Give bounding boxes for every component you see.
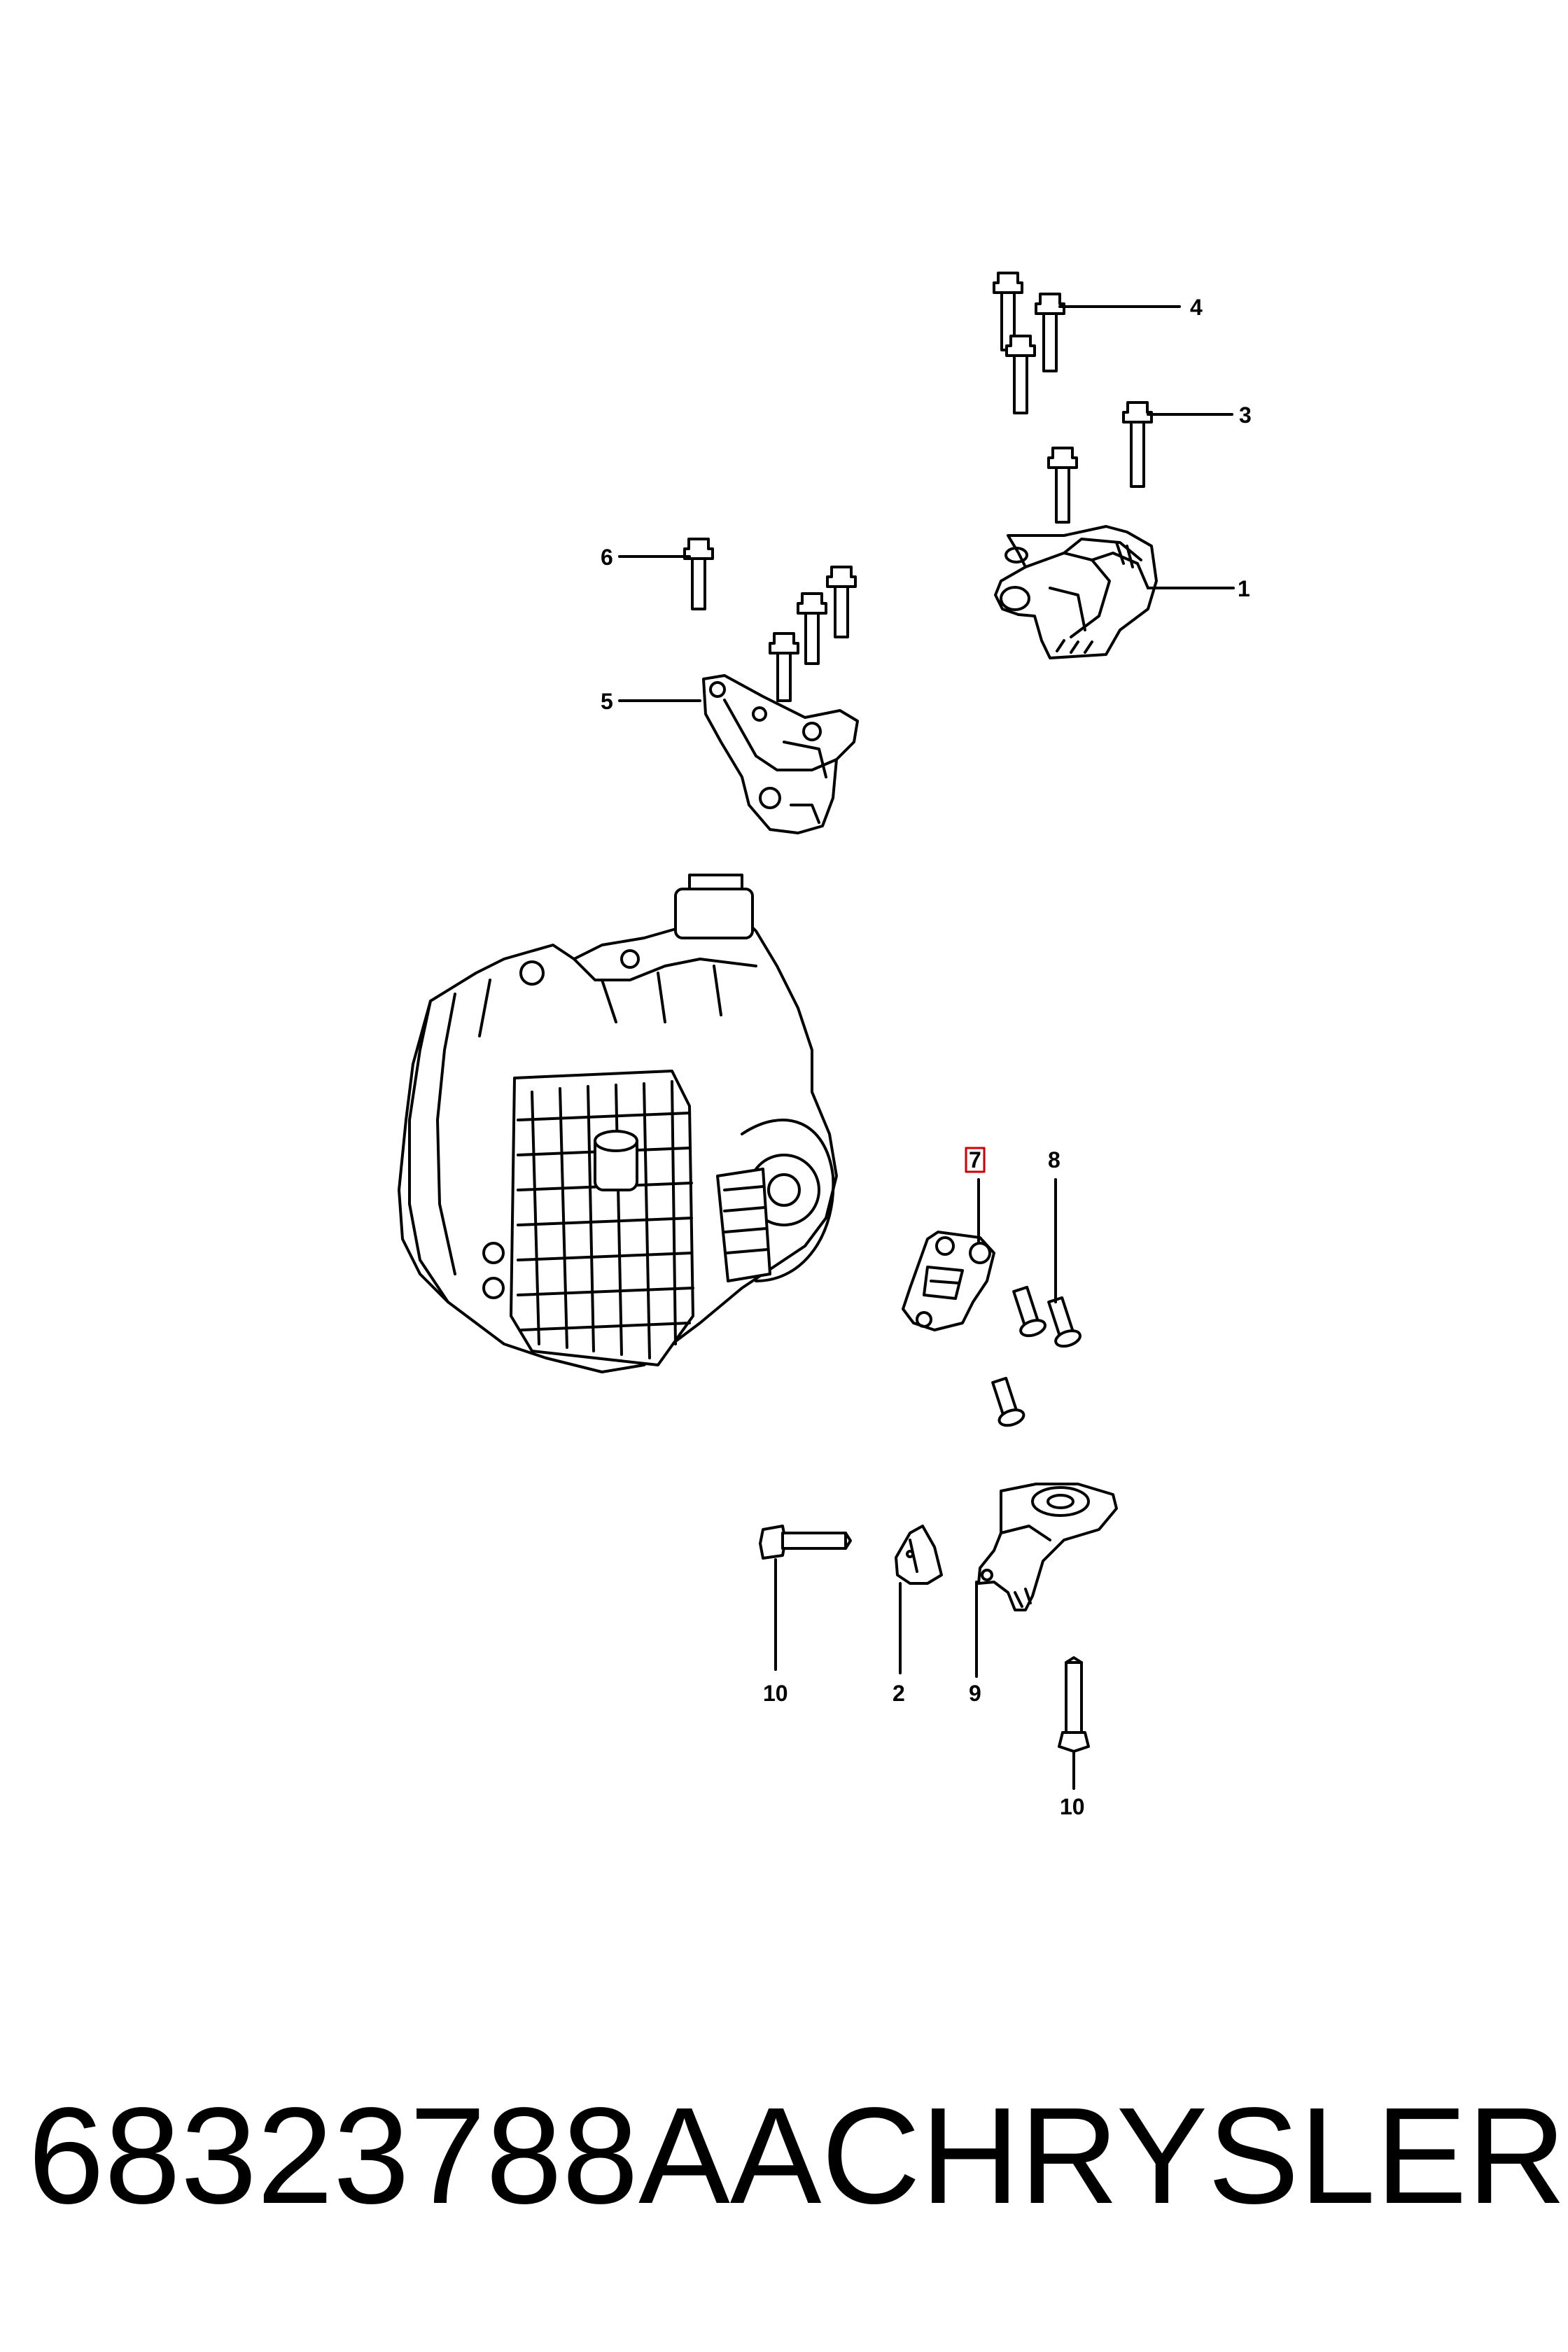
bolt-set-3 — [1047, 401, 1153, 524]
part-caption: 68323788AA CHRYSLER — [28, 2068, 1566, 2244]
callout-4: 4 — [1190, 295, 1203, 320]
callout-9: 9 — [969, 1681, 981, 1706]
bolt — [826, 566, 857, 638]
bolt — [1047, 447, 1078, 524]
callout-7: 7 — [969, 1147, 981, 1172]
long-bolt-10 — [759, 1525, 852, 1560]
callout-10-right: 10 — [1060, 1794, 1085, 1819]
brand-name: CHRYSLER — [821, 2079, 1567, 2232]
callout-2: 2 — [892, 1681, 905, 1706]
torque-strut — [977, 1483, 1118, 1611]
bolt — [769, 632, 799, 702]
callout-8: 8 — [1048, 1147, 1060, 1172]
callout-3: 3 — [1239, 402, 1252, 428]
bolt — [1035, 293, 1065, 372]
exploded-parts-diagram: 4 3 1 6 5 7 8 10 2 9 10 — [398, 272, 1252, 1819]
bolt — [683, 538, 714, 610]
bolt-set-4 — [993, 272, 1065, 414]
vertical-bolt-10 — [1058, 1656, 1090, 1753]
bolt — [797, 592, 827, 665]
transmission-assembly — [398, 874, 838, 1373]
callout-1: 1 — [1238, 576, 1250, 601]
mount-bracket-7 — [902, 1231, 995, 1331]
part-number: 68323788AA — [28, 2079, 822, 2232]
callout-10-left: 10 — [763, 1681, 788, 1706]
bolt — [1122, 401, 1153, 488]
highlight-box — [965, 1147, 986, 1173]
bolt-set-6 — [683, 538, 857, 702]
bolt — [1012, 1285, 1046, 1338]
bolt — [1047, 1296, 1082, 1348]
callout-6: 6 — [601, 545, 613, 570]
bolt — [991, 1376, 1026, 1427]
engine-mount — [994, 525, 1158, 659]
callout-5: 5 — [601, 689, 613, 714]
heat-shield — [895, 1525, 943, 1585]
bolt-set-8 — [991, 1285, 1082, 1427]
transmission-bracket — [702, 674, 859, 834]
bolt — [1005, 335, 1036, 414]
